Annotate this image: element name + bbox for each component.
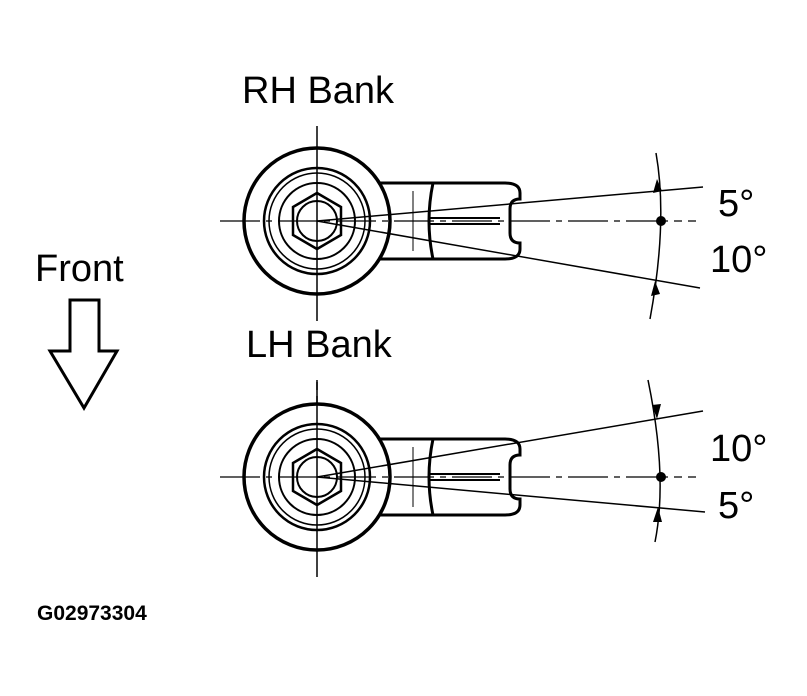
lh-lower-limit-line (316, 476, 706, 513)
rh-bank-label: RH Bank (242, 70, 395, 112)
rh-upper-angle: 5° (718, 183, 755, 225)
lh-upper-limit-line (316, 410, 704, 478)
lh-upper-angle: 10° (710, 428, 768, 470)
front-direction-arrow-icon (47, 298, 120, 411)
lh-lower-angle: 5° (718, 485, 755, 527)
rh-lower-limit-line (316, 220, 701, 289)
lh-arrow-down-icon (652, 404, 661, 419)
lh-bank-sensor (218, 379, 706, 579)
figure-code: G02973304 (37, 602, 147, 625)
rh-arrow-up-icon (651, 281, 660, 296)
rh-upper-limit-line (316, 186, 704, 222)
rh-bank-sensor (218, 124, 704, 323)
rh-angle-arc (649, 152, 662, 320)
rh-lower-angle: 10° (710, 239, 768, 281)
rh-arrow-down-icon (653, 179, 662, 193)
front-label: Front (35, 248, 124, 290)
lh-angle-arc (647, 379, 661, 543)
lh-bank-label: LH Bank (246, 324, 392, 366)
lh-arrow-up-icon (653, 507, 662, 522)
